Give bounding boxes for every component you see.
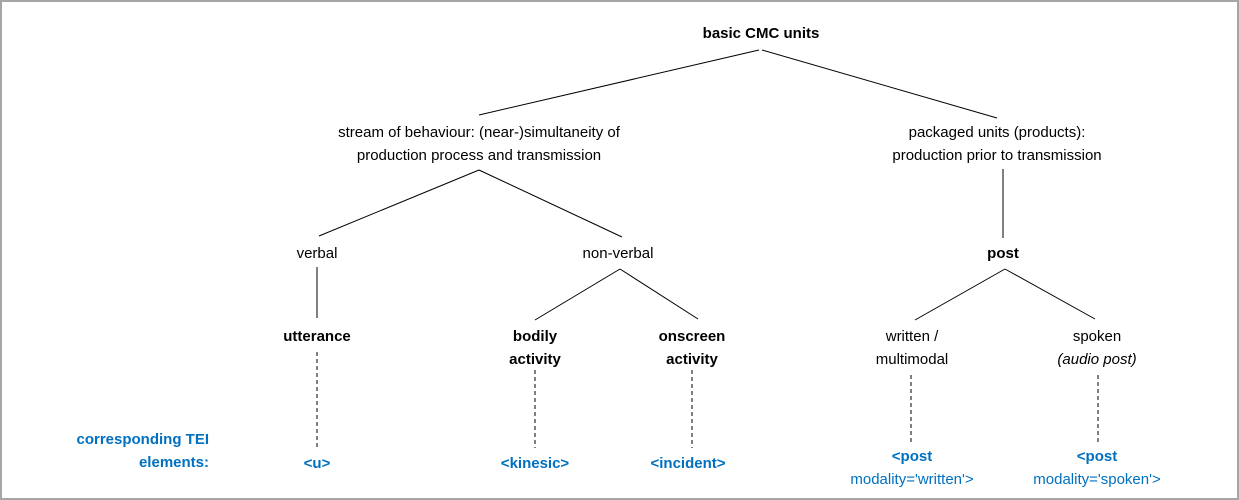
node-stream-line2: production process and transmission xyxy=(356,147,602,164)
edge-nonverbal-bodily xyxy=(534,268,621,321)
node-spoken-line2: (audio post) xyxy=(1057,351,1137,368)
edge-stream-verbal xyxy=(318,169,480,237)
tei-element-kinesic: <kinesic> xyxy=(500,455,570,472)
node-stream-of-behaviour: stream of behaviour: (near-)simultaneity… xyxy=(338,121,620,167)
edge-post-spoken xyxy=(1004,268,1096,320)
node-bodily-line1: bodily xyxy=(512,328,558,345)
node-spoken-line1: spoken xyxy=(1072,328,1122,345)
edge-root-stream xyxy=(478,49,760,116)
node-utterance: utterance xyxy=(283,328,351,345)
tei-post-written-line2: modality='written'> xyxy=(850,471,974,488)
node-packaged-line2: production prior to transmission xyxy=(892,147,1102,164)
node-non-verbal: non-verbal xyxy=(582,245,654,262)
node-spoken-audio-post: spoken (audio post) xyxy=(1057,325,1136,371)
node-onscreen-line1: onscreen xyxy=(658,328,726,345)
node-stream-line1: stream of behaviour: (near-)simultaneity… xyxy=(338,124,620,141)
tei-caption-line2: elements: xyxy=(138,454,209,471)
tei-caption-line1: corresponding TEI xyxy=(76,431,209,448)
node-basic-cmc-units: basic CMC units xyxy=(702,25,820,42)
tei-post-spoken-line1: <post xyxy=(1076,448,1118,465)
tei-element-post-written: <post modality='written'> xyxy=(850,445,973,491)
node-packaged-units: packaged units (products): production pr… xyxy=(892,121,1101,167)
edge-stream-nonverbal xyxy=(478,169,623,238)
node-packaged-line1: packaged units (products): xyxy=(908,124,1086,141)
node-written-line2: multimodal xyxy=(875,351,949,368)
tei-post-spoken-line2: modality='spoken'> xyxy=(1033,471,1161,488)
tei-element-incident: <incident> xyxy=(650,455,726,472)
edge-nonverbal-onscreen xyxy=(619,268,699,320)
tei-caption: corresponding TEI elements: xyxy=(42,428,209,474)
node-onscreen-line2: activity xyxy=(666,351,718,368)
edge-post-written xyxy=(914,268,1006,321)
node-written-line1: written / xyxy=(885,328,939,345)
node-written-multimodal: written / multimodal xyxy=(876,325,949,371)
edge-root-packaged xyxy=(761,49,998,119)
node-bodily-line2: activity xyxy=(509,351,561,368)
tei-post-written-line1: <post xyxy=(891,448,933,465)
tei-element-u: <u> xyxy=(303,455,331,472)
node-onscreen-activity: onscreen activity xyxy=(659,325,726,371)
node-verbal: verbal xyxy=(296,245,338,262)
node-post: post xyxy=(987,245,1019,262)
node-bodily-activity: bodily activity xyxy=(509,325,561,371)
tei-element-post-spoken: <post modality='spoken'> xyxy=(1033,445,1160,491)
